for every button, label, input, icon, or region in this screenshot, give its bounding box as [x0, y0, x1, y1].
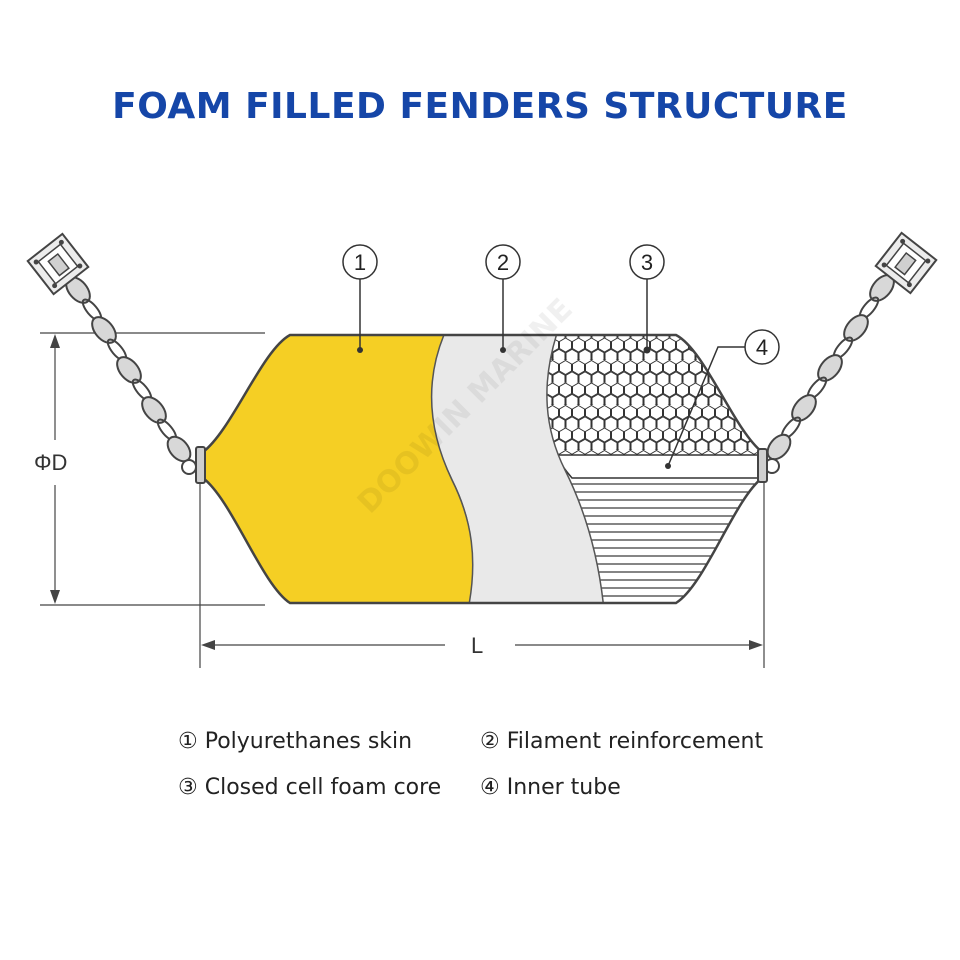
callout-2: 2	[485, 244, 521, 353]
right-mounting-plate-icon	[874, 231, 938, 295]
page-title: FOAM FILLED FENDERS STRUCTURE	[112, 86, 848, 127]
callout-2-number: 2	[497, 250, 509, 275]
skin-layer	[203, 335, 474, 603]
callout-3-number: 3	[641, 250, 653, 275]
diameter-dimension: ΦD	[34, 332, 265, 606]
callout-4: 4	[665, 329, 780, 469]
legend-item-inner-tube: ④ Inner tube	[480, 775, 621, 800]
fender-body	[195, 333, 768, 605]
legend-item-foam-core: ③ Closed cell foam core	[178, 775, 442, 800]
callout-1-number: 1	[354, 250, 366, 275]
length-label: L	[471, 633, 483, 658]
foam-core-layer	[544, 335, 762, 455]
left-chain-icon	[65, 276, 197, 475]
legend-item-filament: ② Filament reinforcement	[480, 729, 764, 754]
callout-3: 3	[629, 244, 665, 354]
callout-1: 1	[342, 244, 378, 353]
right-chain-icon	[764, 274, 895, 474]
left-mounting-plate-icon	[26, 232, 90, 296]
legend-item-skin: ① Polyurethanes skin	[178, 729, 413, 754]
callout-4-number: 4	[756, 335, 768, 360]
length-dimension: L	[199, 455, 765, 668]
diameter-label: ΦD	[34, 450, 67, 475]
